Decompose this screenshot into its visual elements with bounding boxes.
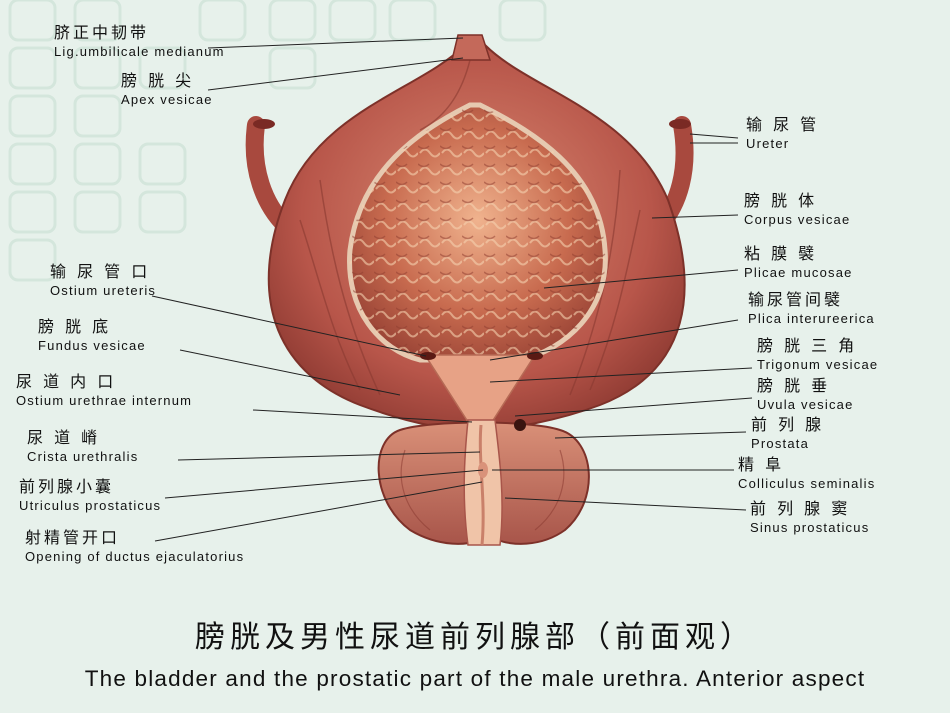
label-zh: 射精管开口: [25, 528, 121, 547]
label-plica-interureterica: 输尿管间襞 Plica interureerica: [748, 290, 875, 326]
label-la: Prostata: [751, 436, 810, 451]
label-zh: 尿 道 内 口: [16, 372, 117, 391]
label-la: Ostium ureteris: [50, 283, 157, 298]
label-la: Lig.umbilicale medianum: [54, 44, 225, 59]
label-zh: 输 尿 管: [746, 115, 820, 134]
label-apex-vesicae: 膀 胱 尖 Apex vesicae: [121, 71, 213, 107]
label-ureter: 输 尿 管 Ureter: [746, 115, 820, 151]
label-lig-umbilicale: 脐正中韧带 Lig.umbilicale medianum: [54, 23, 225, 59]
label-la: Plicae mucosae: [744, 265, 853, 280]
label-la: Sinus prostaticus: [750, 520, 870, 535]
label-la: Trigonum vesicae: [757, 357, 879, 372]
label-la: Corpus vesicae: [744, 212, 851, 227]
label-ductus-ejaculatorius: 射精管开口 Opening of ductus ejaculatorius: [25, 528, 245, 564]
label-zh: 前 列 腺 窦: [750, 499, 851, 518]
label-la: Uvula vesicae: [757, 397, 854, 412]
label-uvula-vesicae: 膀 胱 垂 Uvula vesicae: [757, 376, 854, 412]
label-zh: 膀 胱 尖: [121, 71, 195, 90]
label-la: Fundus vesicae: [38, 338, 146, 353]
label-zh: 膀 胱 体: [744, 191, 818, 210]
label-colliculus-seminalis: 精 阜 Colliculus seminalis: [738, 455, 876, 491]
label-zh: 膀 胱 底: [38, 317, 112, 336]
label-ostium-urethrae-internum: 尿 道 内 口 Ostium urethrae internum: [16, 372, 193, 408]
label-zh: 前 列 腺: [751, 415, 825, 434]
label-fundus-vesicae: 膀 胱 底 Fundus vesicae: [38, 317, 146, 353]
leader-lines: [151, 37, 753, 542]
label-la: Opening of ductus ejaculatorius: [25, 549, 245, 564]
label-zh: 脐正中韧带: [54, 23, 150, 42]
figure-caption: 膀胱及男性尿道前列腺部（前面观） The bladder and the pro…: [0, 612, 950, 692]
label-la: Apex vesicae: [121, 92, 213, 107]
label-zh: 膀 胱 垂: [757, 376, 831, 395]
label-trigonum-vesicae: 膀 胱 三 角 Trigonum vesicae: [757, 336, 879, 372]
label-prostata: 前 列 腺 Prostata: [751, 415, 825, 451]
label-utriculus-prostaticus: 前列腺小囊 Utriculus prostaticus: [19, 477, 162, 513]
label-ostium-ureteris: 输 尿 管 口 Ostium ureteris: [50, 262, 157, 298]
label-la: Utriculus prostaticus: [19, 498, 162, 513]
median-umbilical-ligament: [451, 34, 492, 61]
label-la: Ostium urethrae internum: [16, 393, 193, 408]
label-crista-urethralis: 尿 道 嵴 Crista urethralis: [27, 428, 139, 464]
label-zh: 精 阜: [738, 455, 785, 474]
label-zh: 粘 膜 襞: [744, 244, 818, 263]
wall-striations: [299, 59, 641, 396]
label-corpus-vesicae: 膀 胱 体 Corpus vesicae: [744, 191, 851, 227]
label-zh: 膀 胱 三 角: [757, 336, 858, 355]
label-zh: 尿 道 嵴: [27, 428, 101, 447]
label-la: Crista urethralis: [27, 449, 139, 464]
label-sinus-prostaticus: 前 列 腺 窦 Sinus prostaticus: [750, 499, 870, 535]
label-la: Plica interureerica: [748, 311, 875, 326]
label-zh: 前列腺小囊: [19, 477, 115, 496]
label-la: Ureter: [746, 136, 790, 151]
caption-zh: 膀胱及男性尿道前列腺部（前面观）: [195, 620, 755, 655]
label-zh: 输尿管间襞: [748, 290, 844, 309]
label-plicae-mucosae: 粘 膜 襞 Plicae mucosae: [744, 244, 853, 280]
label-la: Colliculus seminalis: [738, 476, 876, 491]
label-zh: 输 尿 管 口: [50, 262, 151, 281]
caption-en: The bladder and the prostatic part of th…: [84, 666, 866, 691]
